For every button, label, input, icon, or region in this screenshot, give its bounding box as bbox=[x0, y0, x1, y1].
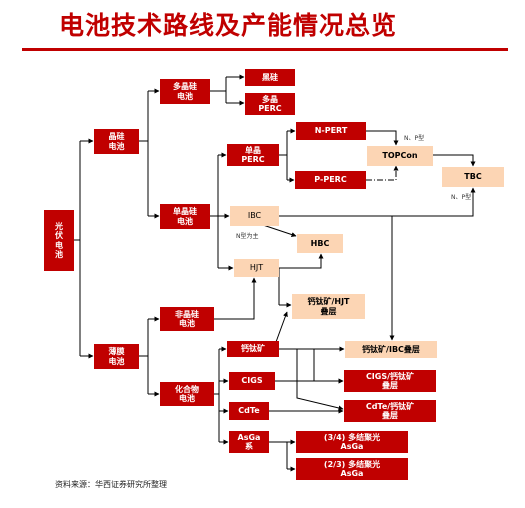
node-hjt: HJT bbox=[234, 259, 279, 277]
node-perovskite-hjt: 钙钛矿/HJT 叠层 bbox=[292, 294, 365, 319]
node-mono-silicon-cell: 单晶硅 电池 bbox=[160, 204, 210, 229]
node-amorphous-silicon-cell: 非晶硅 电池 bbox=[160, 307, 214, 331]
note-np-topcon: N、P型 bbox=[404, 135, 425, 142]
node-topcon: TOPCon bbox=[367, 146, 433, 166]
node-crystalline-cell: 晶硅 电池 bbox=[94, 129, 139, 154]
node-23-junction-asga: (2/3) 多结聚光 AsGa bbox=[296, 458, 408, 480]
node-perovskite-ibc: 钙钛矿/IBC叠层 bbox=[345, 341, 437, 358]
node-asga: AsGa 系 bbox=[229, 431, 269, 453]
node-n-pert: N-PERT bbox=[296, 122, 366, 140]
node-hbc: HBC bbox=[297, 234, 343, 253]
node-ibc: IBC bbox=[230, 206, 279, 226]
node-poly-silicon-cell: 多晶硅 电池 bbox=[160, 79, 210, 104]
page-title: 电池技术路线及产能情况总览 bbox=[59, 11, 398, 40]
node-perovskite: 钙钛矿 bbox=[227, 341, 279, 357]
node-mono-perc: 单晶 PERC bbox=[227, 144, 279, 166]
node-poly-perc: 多晶 PERC bbox=[245, 93, 295, 115]
node-cdte: CdTe bbox=[229, 402, 269, 420]
node-cdte-perovskite: CdTe/钙钛矿 叠层 bbox=[344, 400, 436, 422]
node-compound-cell: 化合物 电池 bbox=[160, 382, 214, 406]
node-cigs: CIGS bbox=[229, 372, 275, 390]
node-p-perc: P-PERC bbox=[295, 171, 366, 189]
node-black-silicon: 黑硅 bbox=[245, 69, 295, 86]
title-underline bbox=[22, 48, 508, 51]
note-np-tbc: N、P型 bbox=[451, 194, 472, 201]
node-pv-cell: 光 伏 电 池 bbox=[44, 210, 74, 271]
source-note: 资料来源：华西证券研究所整理 bbox=[55, 480, 167, 489]
note-ibc-n-type: N型为主 bbox=[236, 233, 259, 240]
node-cigs-perovskite: CIGS/钙钛矿 叠层 bbox=[344, 370, 436, 392]
node-34-junction-asga: (3/4) 多结聚光 AsGa bbox=[296, 431, 408, 453]
node-tbc: TBC bbox=[442, 167, 504, 187]
node-thin-film-cell: 薄膜 电池 bbox=[94, 344, 139, 369]
